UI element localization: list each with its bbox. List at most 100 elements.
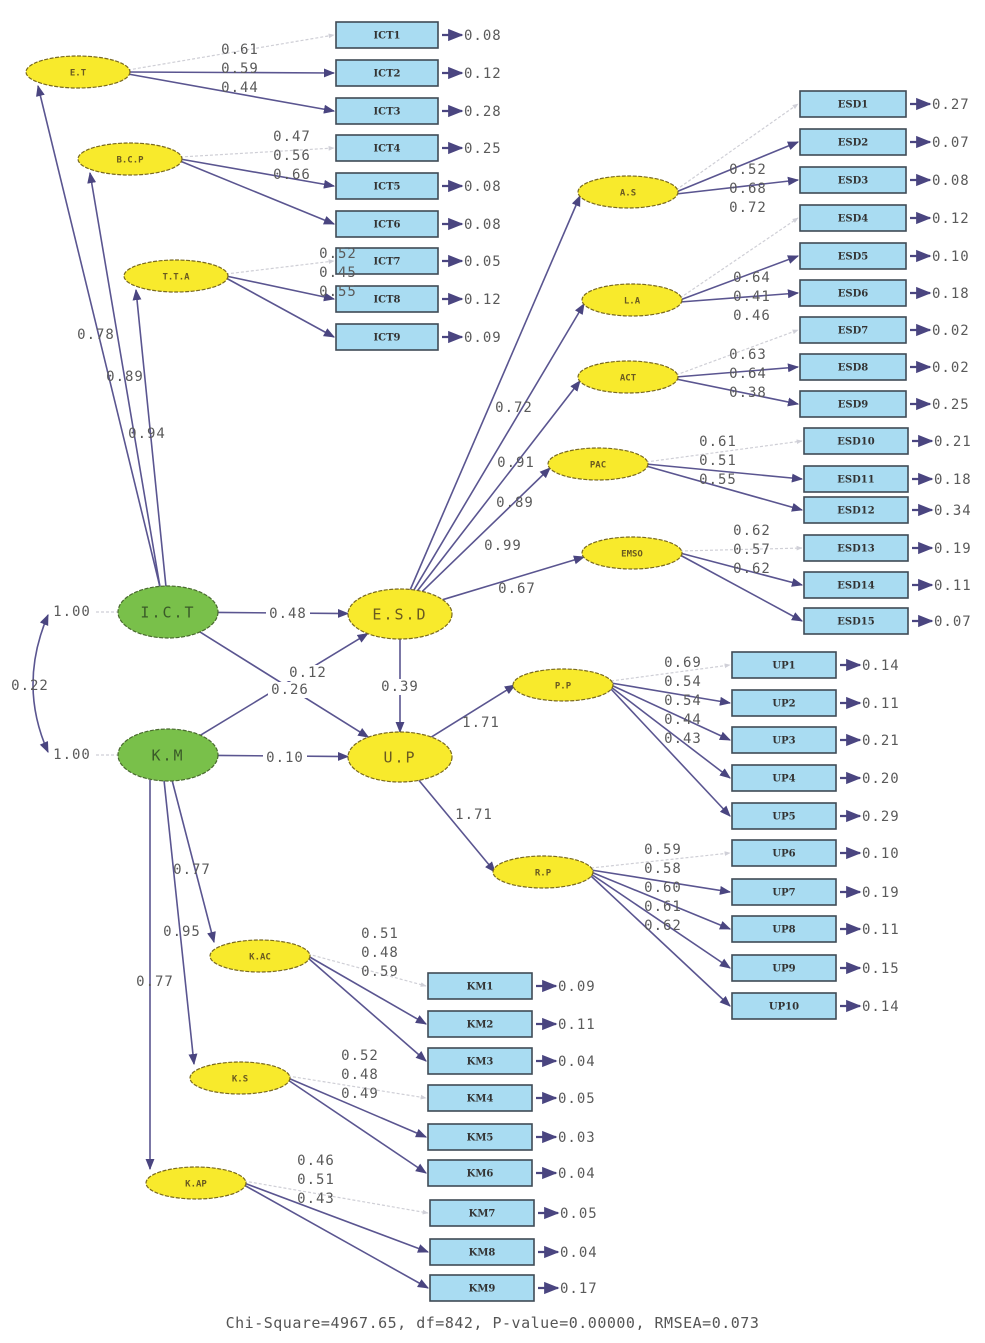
- observed-variable-label: KM3: [467, 1057, 494, 1068]
- observed-variable-label: UP5: [772, 812, 795, 823]
- latent-node: [347, 731, 453, 783]
- observed-variable-label: ESD15: [837, 617, 874, 628]
- observed-variable-box: [803, 534, 909, 562]
- loading-path: [179, 158, 336, 189]
- observed-variable-box: [799, 279, 907, 307]
- error-variance-label: 0.14: [862, 999, 900, 1015]
- loading-path: [287, 1079, 427, 1174]
- second-order-coefficient: 0.94: [128, 426, 166, 442]
- loading-label: 0.52: [341, 1048, 379, 1064]
- loading-label: 0.55: [699, 472, 737, 488]
- observed-variable-label: KM8: [469, 1248, 496, 1259]
- observed-variable-label: ESD3: [838, 176, 869, 187]
- error-variance-label: 0.05: [464, 254, 502, 270]
- observed-variable-box: [429, 1238, 535, 1266]
- observed-variable-box: [335, 323, 439, 351]
- variance-label: 1.00: [53, 604, 91, 620]
- loading-path: [590, 869, 732, 895]
- observed-variable-box: [335, 210, 439, 238]
- error-variance-label: 0.12: [464, 66, 502, 82]
- error-variance-label: 0.11: [862, 696, 900, 712]
- second-order-path: [132, 288, 167, 588]
- exogenous-latent-node: [117, 728, 219, 782]
- loading-path: [610, 688, 731, 817]
- latent-node: [581, 283, 683, 317]
- observed-variable-box: [803, 465, 909, 493]
- loading-path: [307, 955, 427, 1025]
- loading-label: 0.43: [664, 731, 702, 747]
- error-variance-label: 0.08: [464, 217, 502, 233]
- structural-coefficient: 0.48: [269, 606, 307, 622]
- error-variance-label: 0.21: [862, 733, 900, 749]
- coefficient-background: [286, 665, 330, 681]
- observed-variable-label: UP3: [772, 736, 795, 747]
- loading-label: 0.48: [341, 1067, 379, 1083]
- second-order-path: [417, 380, 581, 591]
- error-variance-label: 0.11: [934, 578, 972, 594]
- error-variance-label: 0.04: [558, 1054, 596, 1070]
- observed-variable-label: UP2: [772, 699, 795, 710]
- latent-node: [547, 447, 649, 481]
- observed-variable-box: [731, 802, 837, 830]
- loading-label: 0.54: [664, 693, 702, 709]
- structural-coefficient: 0.39: [381, 679, 419, 695]
- loading-path: [127, 73, 336, 114]
- observed-variable-label: ICT1: [373, 31, 400, 42]
- observed-variable-label: ICT6: [373, 220, 400, 231]
- loading-path: [610, 686, 731, 779]
- observed-variable-box: [427, 1010, 533, 1038]
- observed-variable-label: ICT4: [373, 144, 400, 155]
- observed-variable-label: UP8: [772, 925, 795, 936]
- second-order-coefficient: 0.72: [495, 400, 533, 416]
- loading-label: 0.62: [733, 523, 771, 539]
- loading-path: [645, 463, 804, 483]
- observed-variable-label: ESD4: [838, 214, 869, 225]
- loading-label: 0.45: [319, 265, 357, 281]
- latent-node: [347, 588, 453, 640]
- latent-node-label: PAC: [590, 461, 606, 471]
- observed-variable-box: [427, 1047, 533, 1075]
- loading-label: 0.61: [699, 434, 737, 450]
- error-variance-label: 0.11: [558, 1017, 596, 1033]
- latent-node-label: L.A: [624, 297, 641, 307]
- second-order-path: [442, 555, 586, 601]
- loading-path: [679, 255, 800, 301]
- second-order-coefficient: 0.91: [497, 455, 535, 471]
- latent-node: [123, 259, 229, 293]
- error-variance-label: 0.34: [934, 503, 972, 519]
- observed-variable-label: KM9: [469, 1284, 496, 1295]
- observed-variable-label: ESD14: [837, 581, 874, 592]
- observed-variable-box: [427, 972, 533, 1000]
- observed-variable-label: ESD2: [838, 138, 869, 149]
- loading-path: [590, 873, 731, 969]
- observed-variable-box: [731, 651, 837, 679]
- loading-label: 0.69: [664, 655, 702, 671]
- loading-label: 0.57: [733, 542, 771, 558]
- observed-variable-box: [335, 134, 439, 162]
- error-variance-label: 0.07: [932, 135, 970, 151]
- error-variance-label: 0.09: [464, 330, 502, 346]
- loading-label: 0.59: [361, 964, 399, 980]
- observed-variable-box: [799, 316, 907, 344]
- observed-variable-box: [803, 427, 909, 455]
- observed-variable-label: UP4: [772, 774, 795, 785]
- loading-path: [675, 176, 800, 195]
- error-variance-label: 0.08: [464, 179, 502, 195]
- observed-variable-box: [731, 764, 837, 792]
- loading-label: 0.51: [699, 453, 737, 469]
- loading-path: [243, 1182, 430, 1253]
- loading-label: 0.43: [297, 1191, 335, 1207]
- loading-label: 0.51: [297, 1172, 335, 1188]
- structural-coefficient: 0.26: [271, 682, 309, 698]
- error-variance-label: 0.05: [560, 1206, 598, 1222]
- latent-node-label: B.C.P: [116, 156, 144, 166]
- fit-statistics: Chi-Square=4967.65, df=842, P-value=0.00…: [225, 1314, 760, 1332]
- coefficient-background: [266, 606, 310, 622]
- loading-label: 0.49: [341, 1086, 379, 1102]
- loading-path: [610, 682, 732, 706]
- error-variance-label: 0.27: [932, 97, 970, 113]
- latent-node: [577, 360, 679, 394]
- latent-node-label: K.M: [151, 747, 184, 765]
